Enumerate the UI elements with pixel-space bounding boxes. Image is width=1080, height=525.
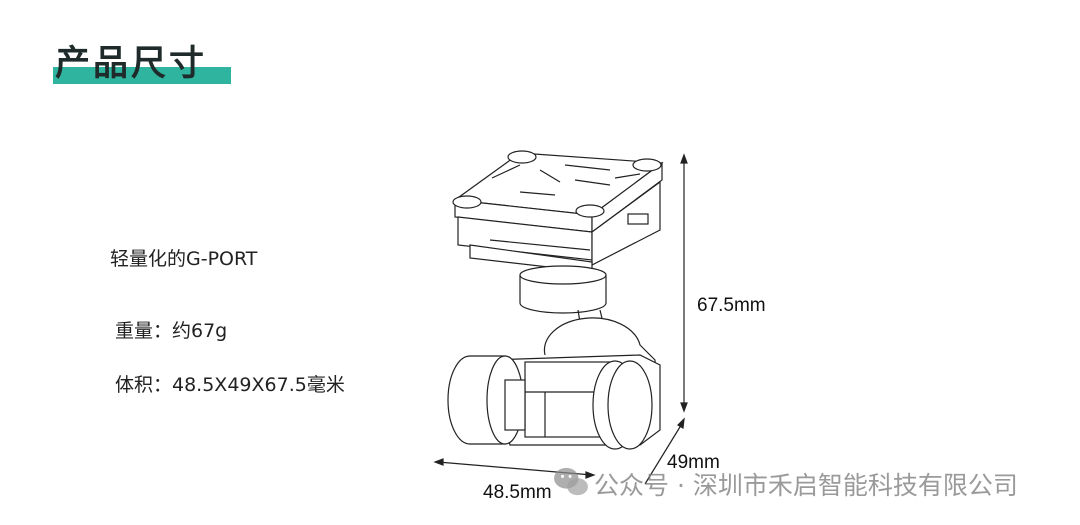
- product-name: 轻量化的G-PORT: [110, 248, 258, 270]
- watermark-text: 公众号 · 深圳市禾启智能科技有限公司: [594, 471, 1018, 500]
- wechat-icon: [554, 467, 588, 496]
- page-title: 产品尺寸: [55, 44, 208, 84]
- height-dimension: 67.5mm: [697, 295, 766, 316]
- weight-spec: 重量：约67g: [115, 320, 228, 342]
- depth-dimension: 49mm: [667, 452, 720, 473]
- title-accent-bar: [53, 67, 231, 84]
- width-dimension: 48.5mm: [483, 482, 552, 503]
- volume-spec: 体积：48.5X49X67.5毫米: [115, 374, 345, 396]
